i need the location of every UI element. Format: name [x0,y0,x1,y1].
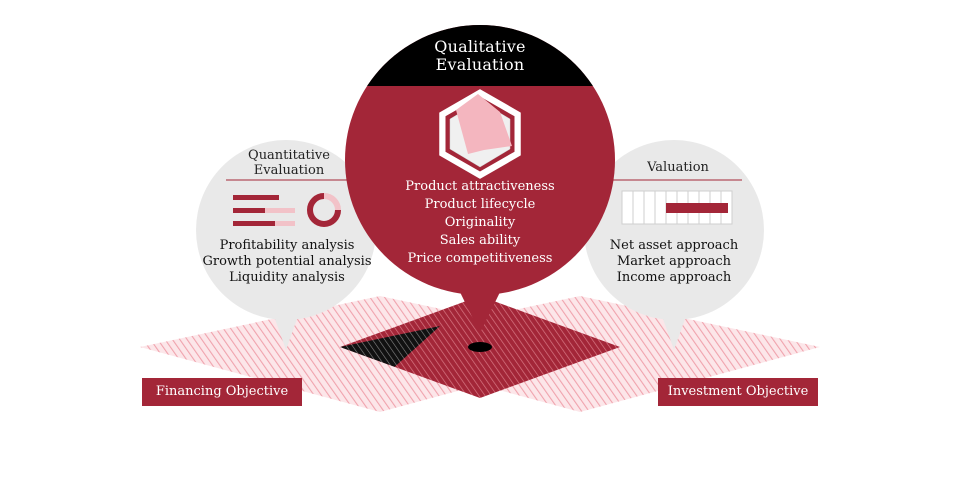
bar-and-donut-chart-icon [233,193,341,227]
list-item: Liquidity analysis [229,270,345,285]
investment-objective-label: Investment Objective [658,378,818,406]
quantitative-title: Quantitative Evaluation [226,148,352,178]
list-item: Growth potential analysis [202,254,372,269]
list-item: Price competitiveness [407,251,553,266]
quantitative-circle [196,140,376,320]
qualitative-pointer [458,288,502,333]
qualitative-title: Qualitative Evaluation [380,38,580,74]
list-item: Originality [444,215,516,230]
list-item: Net asset approach [609,238,739,253]
valuation-list: Net asset approach Market approach Incom… [594,238,754,286]
list-item: Product lifecycle [424,197,536,212]
radar-chart-icon [439,89,521,179]
qualitative-title-line2: Evaluation [435,55,525,74]
list-item: Sales ability [439,233,521,248]
list-item: Profitability analysis [219,238,355,253]
qualitative-list: Product attractiveness Product lifecycle… [380,178,580,268]
list-item: Market approach [616,254,732,269]
list-item: Income approach [616,270,732,285]
valuation-circle [584,140,764,320]
quantitative-title-line1: Quantitative [248,148,330,163]
qualitative-title-line1: Qualitative [434,37,526,56]
financing-objective-label: Financing Objective [142,378,302,406]
list-item: Product attractiveness [405,179,555,194]
valuation-title: Valuation [647,160,709,175]
quantitative-list: Profitability analysis Growth potential … [196,238,378,286]
quantitative-title-line2: Evaluation [253,163,325,178]
bar-scale-icon [621,190,733,225]
